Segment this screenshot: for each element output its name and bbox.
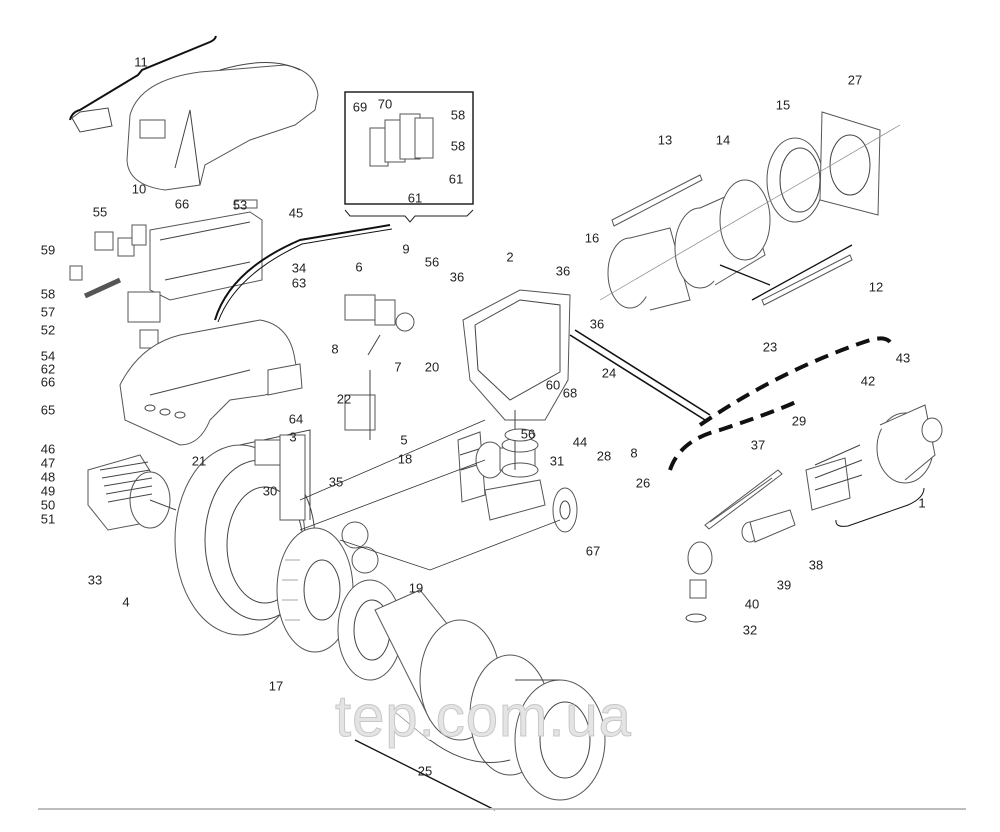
callout-66: 66 (174, 196, 190, 212)
blast-tube (599, 111, 901, 311)
callout-56: 56 (424, 254, 440, 270)
callout-55: 55 (92, 204, 108, 220)
callout-58: 58 (450, 107, 466, 123)
watermark: tep.com.ua (335, 684, 632, 749)
callout-27: 27 (847, 72, 863, 88)
callout-50: 50 (40, 497, 56, 513)
air-inlet-assembly (337, 579, 606, 811)
callout-57: 57 (40, 304, 56, 320)
control-panel (69, 199, 263, 349)
callout-46: 46 (40, 441, 56, 457)
callout-61: 61 (448, 171, 464, 187)
callout-32: 32 (742, 622, 758, 638)
callout-4: 4 (122, 594, 130, 610)
callout-33: 33 (87, 572, 103, 588)
callout-58: 58 (450, 138, 466, 154)
callout-69: 69 (352, 99, 368, 115)
callout-37: 37 (750, 437, 766, 453)
callout-36: 36 (589, 316, 605, 332)
callout-60: 60 (545, 377, 561, 393)
callout-48: 48 (40, 469, 56, 485)
callout-24: 24 (601, 365, 617, 381)
callout-28: 28 (596, 448, 612, 464)
motor (87, 454, 177, 531)
callout-42: 42 (860, 373, 876, 389)
callout-8: 8 (630, 445, 638, 461)
callout-22: 22 (336, 391, 352, 407)
callout-5: 5 (400, 432, 408, 448)
callout-45: 45 (288, 205, 304, 221)
callout-35: 35 (328, 474, 344, 490)
callout-40: 40 (744, 596, 760, 612)
callout-49: 49 (40, 483, 56, 499)
callout-36: 36 (555, 263, 571, 279)
callout-14: 14 (715, 132, 731, 148)
callout-54: 54 (40, 348, 56, 364)
callout-52: 52 (40, 322, 56, 338)
callout-58: 58 (40, 286, 56, 302)
callout-2: 2 (506, 249, 514, 265)
callout-43: 43 (895, 350, 911, 366)
callout-3: 3 (289, 429, 297, 445)
callout-26: 26 (635, 475, 651, 491)
callout-44: 44 (572, 434, 588, 450)
callout-9: 9 (402, 241, 410, 257)
burner-cover (69, 35, 319, 191)
burner-body (462, 289, 571, 470)
servo-assembly (344, 294, 415, 440)
callout-8: 8 (331, 341, 339, 357)
callout-66: 66 (40, 374, 56, 390)
valve-assembly (299, 419, 578, 574)
callout-67: 67 (585, 543, 601, 559)
callout-11: 11 (134, 54, 148, 70)
fan-housing (174, 429, 316, 636)
callout-23: 23 (762, 339, 778, 355)
callout-64: 64 (288, 411, 304, 427)
callout-47: 47 (40, 455, 56, 471)
callout-36: 36 (449, 269, 465, 285)
callout-63: 63 (291, 275, 307, 291)
callout-30: 30 (262, 483, 278, 499)
housing-shell (119, 319, 303, 446)
relay-inset-box (344, 91, 474, 223)
callout-51: 51 (40, 511, 56, 527)
callout-62: 62 (40, 361, 56, 377)
callout-59: 59 (40, 242, 56, 258)
combustion-head (685, 404, 943, 623)
callout-29: 29 (791, 413, 807, 429)
callout-65: 65 (40, 402, 56, 418)
callout-39: 39 (776, 577, 792, 593)
callout-34: 34 (291, 260, 307, 276)
callout-25: 25 (417, 763, 433, 779)
callout-61: 61 (407, 190, 423, 206)
bottom-divider (38, 808, 966, 810)
callout-56: 56 (520, 426, 536, 442)
callout-12: 12 (868, 279, 884, 295)
callout-21: 21 (191, 453, 207, 469)
callout-13: 13 (657, 132, 673, 148)
callout-31: 31 (549, 453, 565, 469)
callout-20: 20 (424, 359, 440, 375)
callout-53: 53 (232, 197, 248, 213)
callout-18: 18 (397, 451, 413, 467)
callout-68: 68 (562, 385, 578, 401)
callout-15: 15 (775, 97, 791, 113)
callout-10: 10 (131, 181, 147, 197)
callout-1: 1 (918, 495, 926, 511)
callout-17: 17 (268, 678, 284, 694)
callout-19: 19 (408, 580, 424, 596)
callout-6: 6 (355, 259, 363, 275)
callout-7: 7 (394, 359, 402, 375)
callout-38: 38 (808, 557, 824, 573)
callout-70: 70 (377, 96, 393, 112)
callout-16: 16 (584, 230, 600, 246)
